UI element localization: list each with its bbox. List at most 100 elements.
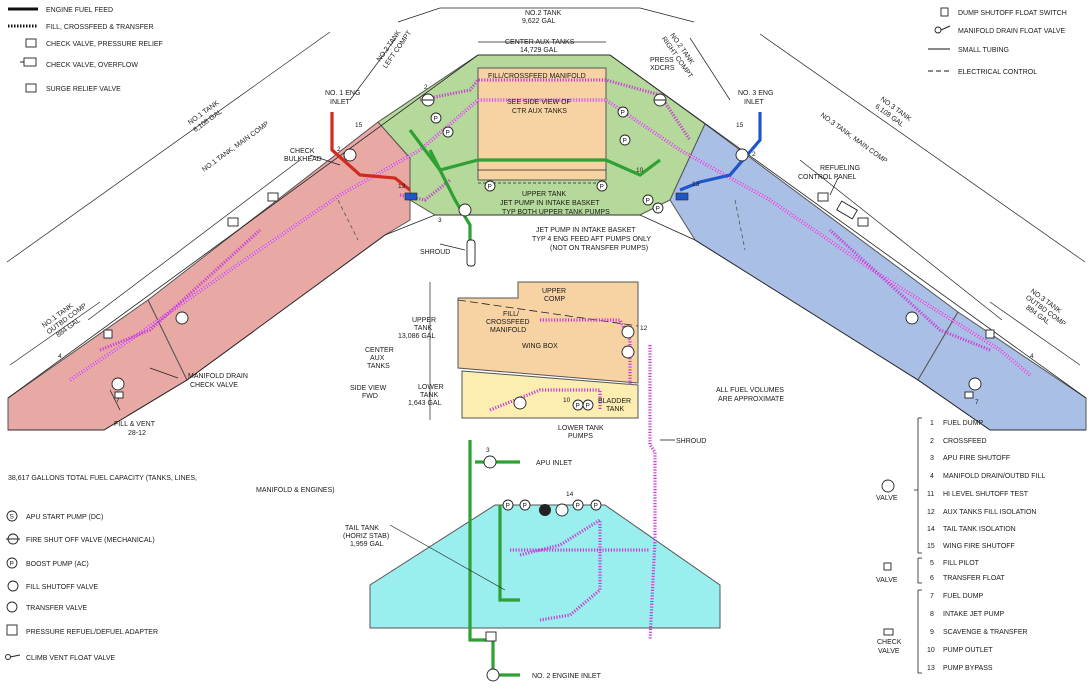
refueling-panel-l2: CONTROL PANEL bbox=[798, 174, 856, 181]
fcm-side-l2: CROSSFEED bbox=[486, 319, 530, 326]
boost-pump-icon: P bbox=[652, 202, 664, 214]
apu-start-pump-icon: S bbox=[6, 510, 18, 522]
bladder-tank-l1: BLADDER bbox=[598, 398, 631, 405]
center-aux-label: CENTER AUX TANKS bbox=[505, 39, 575, 46]
boost-pump-icon: P bbox=[617, 106, 629, 118]
valve-num: 4 bbox=[930, 473, 934, 480]
no3-main-label: NO.3 TANK, MAIN COMP bbox=[819, 112, 889, 165]
svg-text:P: P bbox=[586, 403, 590, 410]
valve-label: WING FIRE SHUTOFF bbox=[943, 543, 1015, 550]
callout-7-right: 7 bbox=[975, 399, 979, 406]
fire-shutoff-valve-icon bbox=[175, 311, 189, 325]
valve-label: MANIFOLD DRAIN/OUTBD FILL bbox=[943, 473, 1045, 480]
callout-2-left2: 2 bbox=[337, 146, 341, 153]
valve-symbols bbox=[103, 93, 995, 682]
legend-label: DUMP SHUTOFF FLOAT SWITCH bbox=[958, 10, 1067, 17]
float-num: 5 bbox=[930, 560, 934, 567]
lower-tank-pumps-l2: PUMPS bbox=[568, 433, 593, 440]
jet-pump-basket-l2: TYP BOTH UPPER TANK PUMPS bbox=[502, 209, 610, 216]
check-num: 13 bbox=[927, 665, 935, 672]
fill-shutoff-valve-icon bbox=[621, 325, 635, 339]
callout-2-left: 2 bbox=[424, 84, 428, 91]
boost-pump-icon: P bbox=[582, 399, 594, 411]
valve-num: 15 bbox=[927, 543, 935, 550]
lower-tank-pumps-l1: LOWER TANK bbox=[558, 425, 604, 432]
check-valve-icon bbox=[883, 628, 894, 636]
surge-relief-valve-icon bbox=[404, 192, 418, 201]
pressure-refuel-adapter-icon bbox=[857, 217, 869, 227]
total-capacity-l1: 38,617 GALLONS TOTAL FUEL CAPACITY (TANK… bbox=[8, 475, 197, 482]
boost-pump-icon: P bbox=[642, 194, 654, 206]
component-labels: FILL/CROSSFEED MANIFOLD SEE SIDE VIEW OF… bbox=[8, 57, 860, 680]
upper-comp-l1: UPPER bbox=[542, 288, 566, 295]
upper-tank-label: UPPER TANK bbox=[522, 191, 566, 198]
callout-13-right: 13 bbox=[692, 181, 700, 188]
legend-label: CHECK VALVE, PRESSURE RELIEF bbox=[46, 41, 163, 48]
valve-label: TAIL TANK ISOLATION bbox=[943, 526, 1016, 533]
svg-text:P: P bbox=[600, 184, 604, 191]
boost-pumps: P P P P P P P P P P P P P P bbox=[430, 106, 664, 511]
refueling-panel-l1: REFUELING bbox=[820, 165, 860, 172]
center-aux-gal: 14,729 GAL bbox=[520, 47, 557, 54]
see-side-view-l2: CTR AUX TANKS bbox=[512, 108, 567, 115]
callout-3-apu: 3 bbox=[486, 447, 490, 454]
upper-comp-l2: COMP bbox=[544, 296, 565, 303]
legend-label: ENGINE FUEL FEED bbox=[46, 7, 113, 14]
bladder-tank-l2: TANK bbox=[606, 406, 624, 413]
legend-label: APU START PUMP (DC) bbox=[26, 514, 103, 521]
legend-label: ELECTRICAL CONTROL bbox=[958, 69, 1037, 76]
legend-bottom-left: S APU START PUMP (DC) FIRE SHUT OFF VALV… bbox=[5, 510, 158, 662]
svg-text:P: P bbox=[506, 503, 510, 510]
manifold-drain-float-valve-icon bbox=[934, 25, 951, 34]
pressure-refuel-adapter-icon bbox=[817, 192, 829, 202]
tail-tank-region bbox=[369, 504, 721, 629]
no2-tank-gal: 9,622 GAL bbox=[522, 18, 556, 25]
jet-pump-basket-l1: JET PUMP IN INTAKE BASKET bbox=[500, 200, 600, 207]
lower-tank-l2: TANK bbox=[420, 392, 438, 399]
dump-shutoff-float-switch-icon bbox=[940, 7, 949, 17]
no2-tank-label: NO.2 TANK bbox=[525, 10, 562, 17]
callout-4-right: 4 bbox=[1030, 353, 1034, 360]
fire-shutoff-valve-icon bbox=[486, 668, 500, 682]
upper-comp-region bbox=[457, 281, 639, 384]
float-valve-icon bbox=[883, 562, 892, 571]
valve-num: 12 bbox=[927, 509, 935, 516]
check-group-label-2: VALVE bbox=[878, 648, 900, 655]
svg-text:P: P bbox=[10, 561, 14, 568]
center-aux-tank-region bbox=[477, 67, 607, 181]
no1-main-label: NO.1 TANK, MAIN COMP bbox=[201, 120, 271, 173]
svg-text:P: P bbox=[576, 403, 580, 410]
legend-label: CLIMB VENT FLOAT VALVE bbox=[26, 655, 116, 662]
tail-tank-l3: 1,959 GAL bbox=[350, 541, 384, 548]
all-fuel-volumes-l2: ARE APPROXIMATE bbox=[718, 396, 784, 403]
check-group-label-1: CHECK bbox=[877, 639, 902, 646]
check-num: 7 bbox=[930, 593, 934, 600]
climb-vent-float-valve-icon bbox=[5, 654, 21, 660]
center-aux-side-l1: CENTER bbox=[365, 347, 394, 354]
callout-numbers: 15 2 2 13 3 15 2 10 13 4 7 4 7 12 10 3 1… bbox=[58, 84, 1034, 498]
check-valve-icon bbox=[114, 391, 124, 399]
svg-text:P: P bbox=[623, 138, 627, 145]
press-xdcrs-l1: PRESS bbox=[650, 57, 674, 64]
fcm-side-l3: MANIFOLD bbox=[490, 327, 526, 334]
no3-eng-inlet-l1: NO. 3 ENG bbox=[738, 90, 773, 97]
svg-text:P: P bbox=[523, 503, 527, 510]
manifold-drain-check-l1: MANIFOLD DRAIN bbox=[188, 373, 248, 380]
boost-pump-icon: P bbox=[596, 180, 608, 192]
float-label: TRANSFER FLOAT bbox=[943, 575, 1005, 582]
upper-tank-l3: 13,086 GAL bbox=[398, 333, 435, 340]
legend-label: SMALL TUBING bbox=[958, 47, 1009, 54]
callout-12: 12 bbox=[640, 325, 648, 332]
valve-num: 1 bbox=[930, 420, 934, 427]
svg-text:S: S bbox=[10, 514, 15, 521]
fire-shutoff-valve-icon bbox=[111, 377, 125, 391]
leader-lines bbox=[109, 154, 839, 441]
check-num: 10 bbox=[927, 647, 935, 654]
callout-7-left: 7 bbox=[116, 397, 120, 404]
fire-shutoff-valve-icon bbox=[343, 148, 357, 162]
apu-inlet-label: APU INLET bbox=[536, 460, 573, 467]
tail-tank-l2: (HORIZ STAB) bbox=[343, 533, 389, 540]
fill-crossfeed-manifold-label: FILL/CROSSFEED MANIFOLD bbox=[488, 73, 586, 80]
svg-text:P: P bbox=[434, 116, 438, 123]
valve-label: FUEL DUMP bbox=[943, 420, 984, 427]
